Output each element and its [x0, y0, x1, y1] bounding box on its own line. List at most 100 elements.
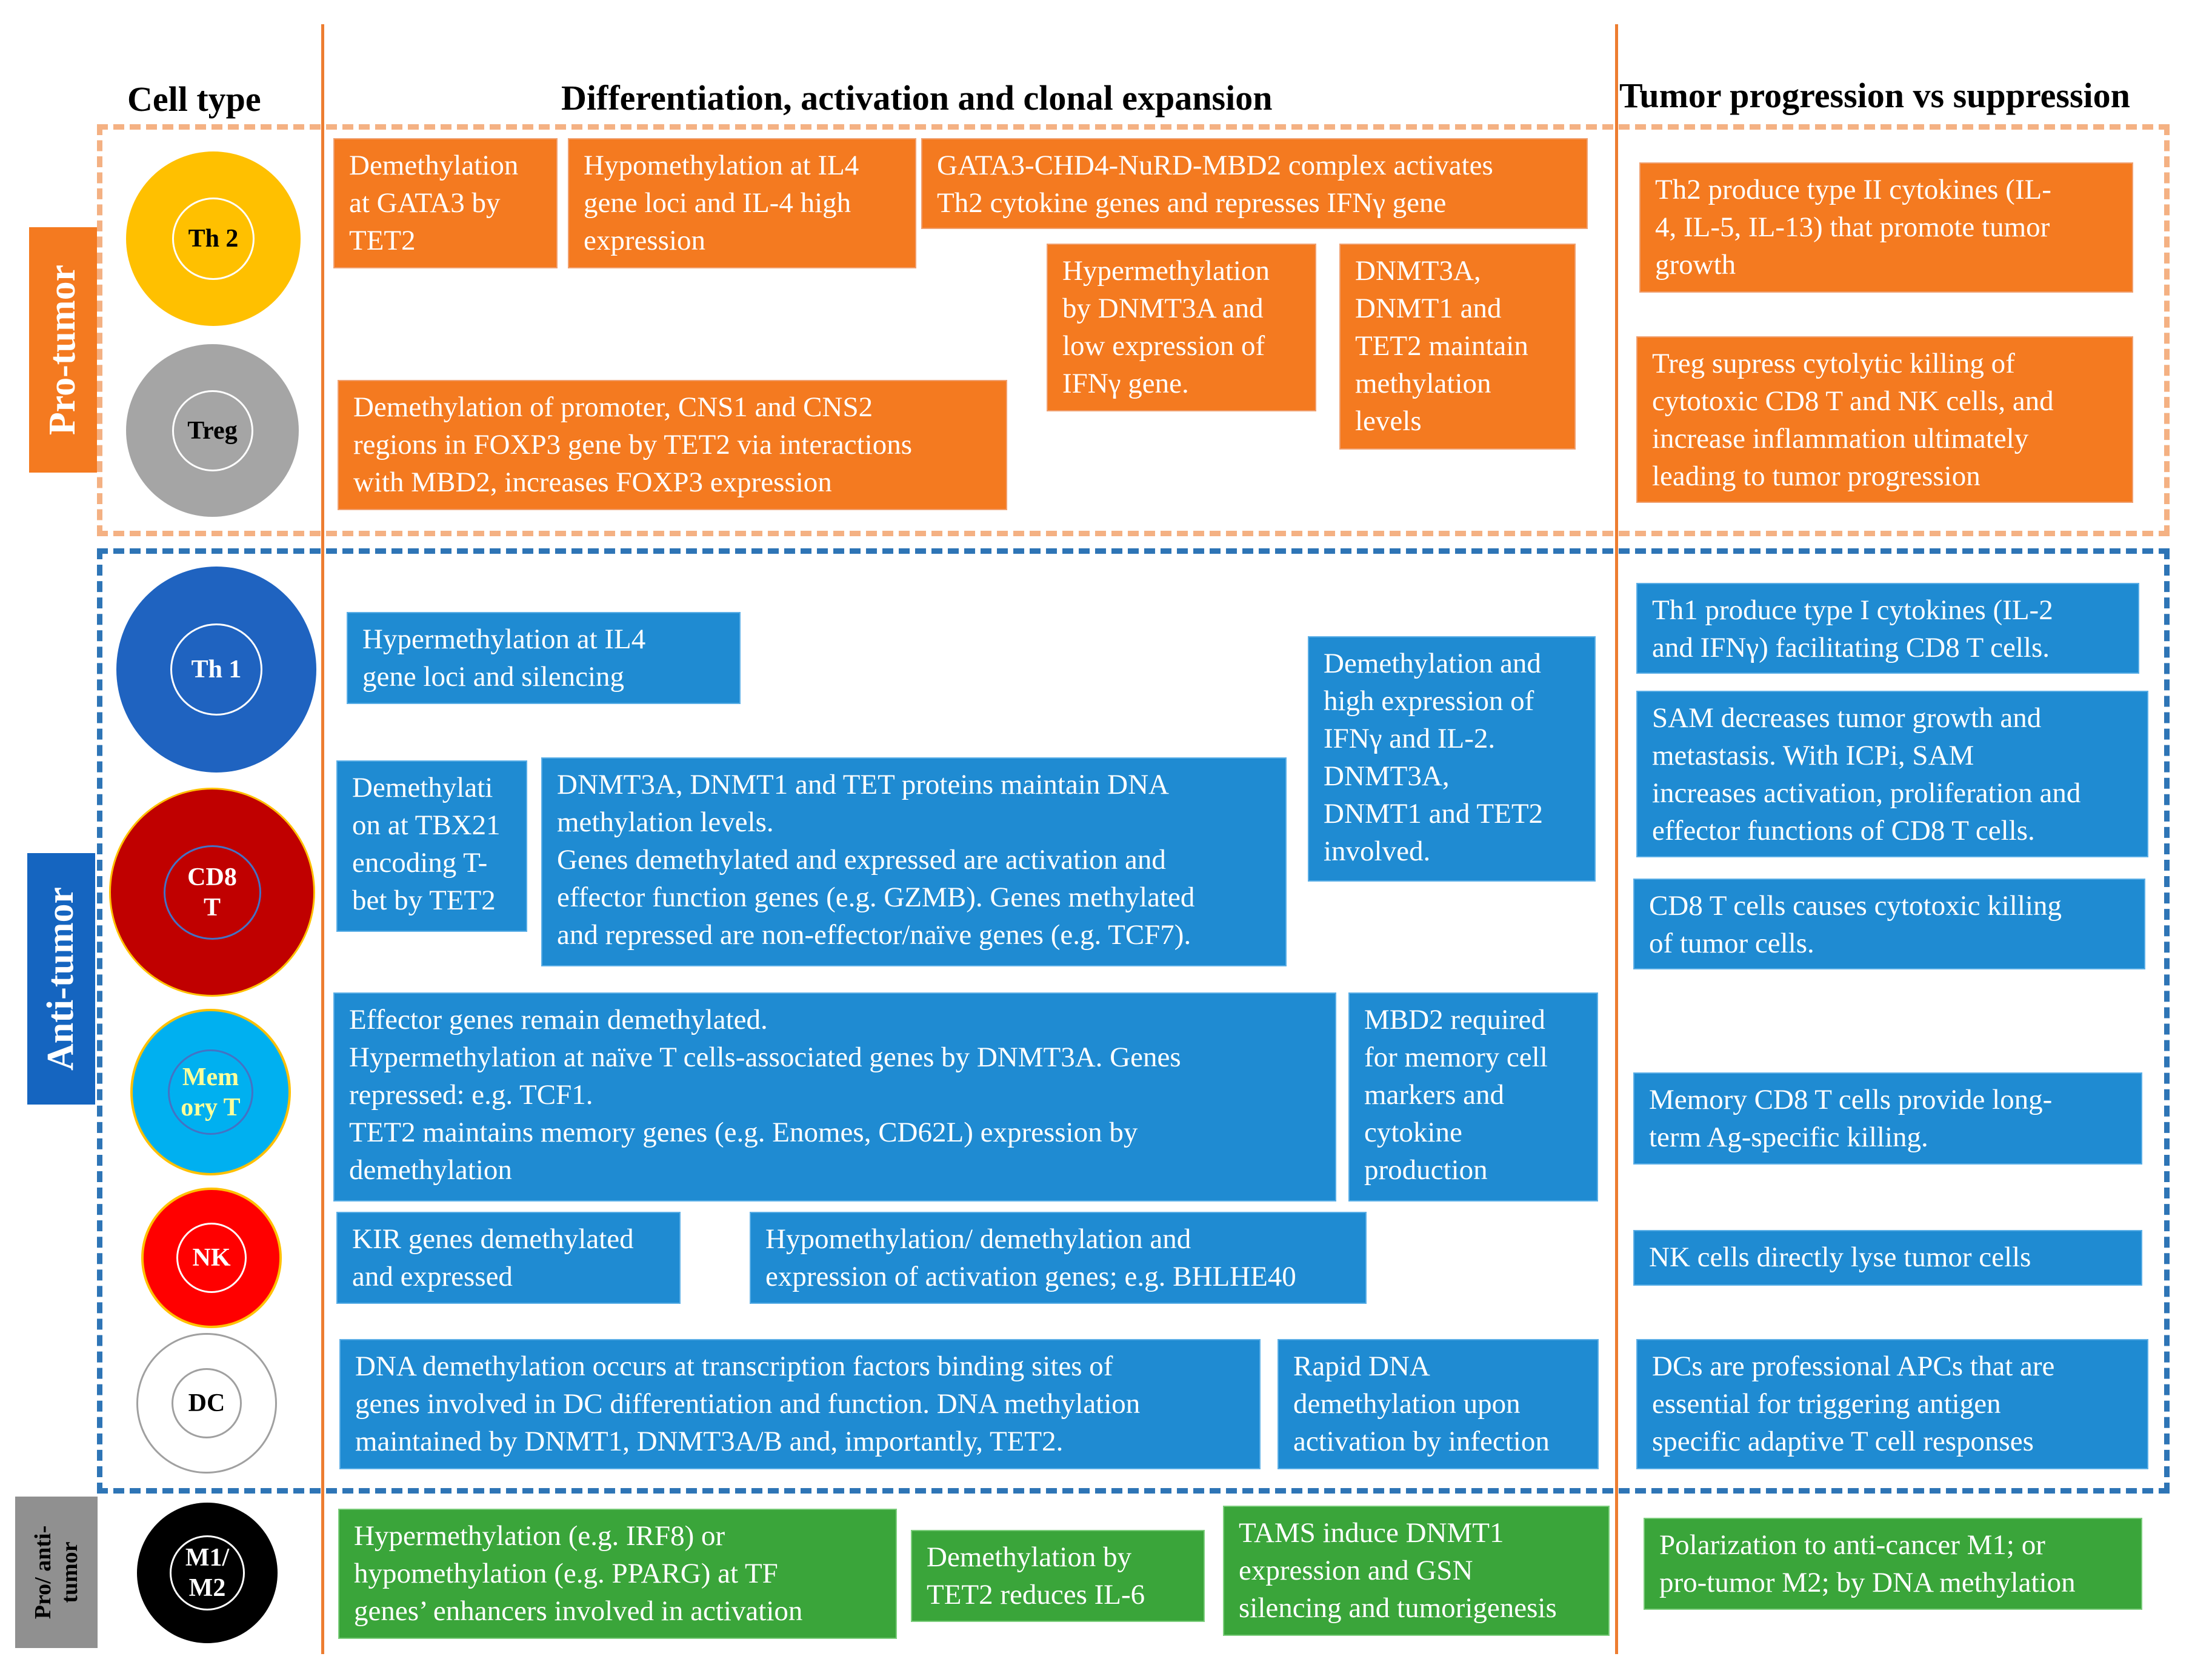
- th2-tumor-box: Th2 produce type II cytokines (IL- 4, IL…: [1639, 162, 2133, 293]
- cd8-dnmt-line4: effector function genes (e.g. GZMB). Gen…: [557, 882, 1195, 913]
- th1-il4-line1: Hypermethylation at IL4: [362, 623, 646, 655]
- nk-cell: NK: [141, 1188, 282, 1328]
- treg-label: Treg: [187, 416, 238, 445]
- th2-il4-line3: expression: [584, 225, 706, 256]
- nk-bhlhe40-box: Hypomethylation/ demethylation and expre…: [750, 1212, 1367, 1304]
- ifng-il2-line4: DNMT3A,: [1324, 760, 1450, 792]
- th2-gata3-line3: TET2: [349, 225, 416, 256]
- th2-tumor-line1: Th2 produce type II cytokines (IL-: [1655, 174, 2051, 205]
- th1-il4-line2: gene loci and silencing: [362, 661, 624, 693]
- ifng-il2-line5: DNMT1 and TET2: [1324, 798, 1544, 829]
- sam-line3: increases activation, proliferation and: [1652, 777, 2081, 809]
- macrophage-label: M1/ M2: [185, 1543, 229, 1603]
- ifng-hyper-line2: by DNMT3A and: [1062, 293, 1264, 324]
- cd8-line1: CD8: [187, 863, 237, 891]
- cd8-dnmt-box: DNMT3A, DNMT1 and TET proteins maintain …: [541, 757, 1287, 966]
- memory-effector-line3: repressed: e.g. TCF1.: [349, 1079, 593, 1111]
- dnmt-maintain-line1: DNMT3A,: [1355, 255, 1481, 287]
- memory-tumor-box: Memory CD8 T cells provide long- term Ag…: [1633, 1072, 2142, 1165]
- divider-left: [321, 24, 324, 1654]
- ifng-hyper-line4: IFNγ gene.: [1062, 368, 1189, 399]
- cd8-line2: T: [203, 893, 221, 922]
- macrophage-line2: M2: [188, 1574, 226, 1602]
- cd8-tbx21-line1: Demethylati: [352, 772, 493, 803]
- memory-tumor-line1: Memory CD8 T cells provide long-: [1649, 1084, 2053, 1115]
- treg-tumor-line4: leading to tumor progression: [1652, 460, 1980, 492]
- mbd2-line4: cytokine: [1364, 1117, 1462, 1148]
- memory-effector-line4: TET2 maintains memory genes (e.g. Enomes…: [349, 1117, 1138, 1148]
- macrophage-nucleus: M1/ M2: [170, 1535, 245, 1610]
- m-tumor-line2: pro-tumor M2; by DNA methylation: [1659, 1567, 2076, 1598]
- memory-effector-box: Effector genes remain demethylated. Hype…: [333, 992, 1336, 1201]
- th2-il4-line1: Hypomethylation at IL4: [584, 150, 859, 181]
- cd8-tbx21-line2: on at TBX21: [352, 809, 501, 841]
- cd8-tumor-line2: of tumor cells.: [1649, 928, 1814, 959]
- th2-tumor-line2: 4, IL-5, IL-13) that promote tumor: [1655, 211, 2050, 243]
- nk-tumor-line1: NK cells directly lyse tumor cells: [1649, 1241, 2031, 1273]
- anti-tumor-label: Anti-tumor: [27, 853, 95, 1105]
- nk-tumor-box: NK cells directly lyse tumor cells: [1633, 1230, 2142, 1286]
- m-tams-line2: expression and GSN: [1239, 1555, 1473, 1586]
- dc-demethylation-line1: DNA demethylation occurs at transcriptio…: [355, 1351, 1113, 1382]
- dc-tumor-box: DCs are professional APCs that are essen…: [1636, 1339, 2148, 1469]
- ifng-il2-line6: involved.: [1324, 836, 1431, 867]
- memory-t-nucleus: Mem ory T: [168, 1049, 253, 1135]
- dnmt-maintain-line4: methylation: [1355, 368, 1491, 399]
- dc-rapid-line2: demethylation upon: [1293, 1388, 1521, 1420]
- mbd2-line5: production: [1364, 1154, 1488, 1186]
- th1-cell: Th 1: [116, 567, 316, 773]
- dnmt-maintain-line3: TET2 maintain: [1355, 330, 1528, 362]
- th2-il4-line2: gene loci and IL-4 high: [584, 187, 851, 219]
- m-tams-box: TAMS induce DNMT1 expression and GSN sil…: [1223, 1506, 1610, 1636]
- m-il6-line1: Demethylation by: [927, 1541, 1132, 1573]
- ifng-il2-line3: IFNγ and IL-2.: [1324, 723, 1496, 754]
- ifng-il2-line1: Demethylation and: [1324, 648, 1541, 679]
- treg-foxp3-line2: regions in FOXP3 gene by TET2 via intera…: [353, 429, 913, 460]
- memory-t-label: Mem ory T: [181, 1062, 240, 1123]
- dc-nucleus: DC: [172, 1368, 242, 1438]
- mbd2-box: MBD2 required for memory cell markers an…: [1348, 992, 1598, 1201]
- cd8-label: CD8 T: [187, 862, 237, 923]
- treg-tumor-box: Treg supress cytolytic killing of cytoto…: [1636, 336, 2133, 503]
- th2-gata3-box: Demethylation at GATA3 by TET2: [333, 138, 558, 268]
- m-irf8-line1: Hypermethylation (e.g. IRF8) or: [354, 1520, 725, 1552]
- th2-label: Th 2: [188, 225, 239, 253]
- m-tams-line3: silencing and tumorigenesis: [1239, 1592, 1557, 1624]
- divider-right: [1615, 24, 1618, 1654]
- th1-tumor-line1: Th1 produce type I cytokines (IL-2: [1652, 594, 2053, 626]
- differentiation-header: Differentiation, activation and clonal e…: [561, 78, 1273, 118]
- treg-tumor-line2: cytotoxic CD8 T and NK cells, and: [1652, 385, 2054, 417]
- cd8-tbx21-box: Demethylati on at TBX21 encoding T- bet …: [336, 760, 527, 932]
- dc-rapid-line1: Rapid DNA: [1293, 1351, 1430, 1382]
- cd8-dnmt-line5: and repressed are non-effector/naïve gen…: [557, 919, 1191, 951]
- pro-anti-line2: tumor: [57, 1541, 83, 1603]
- dc-rapid-line3: activation by infection: [1293, 1426, 1550, 1457]
- treg-nucleus: Treg: [172, 390, 253, 471]
- treg-tumor-line3: increase inflammation ultimately: [1652, 423, 2029, 454]
- nk-label: NK: [192, 1244, 231, 1272]
- th2-cell: Th 2: [126, 151, 301, 326]
- nk-nucleus: NK: [176, 1223, 247, 1293]
- th2-gata3-line2: at GATA3 by: [349, 187, 501, 219]
- memory-effector-line1: Effector genes remain demethylated.: [349, 1004, 768, 1035]
- anti-tumor-text: Anti-tumor: [40, 886, 82, 1071]
- m-irf8-box: Hypermethylation (e.g. IRF8) or hypometh…: [338, 1509, 897, 1639]
- th2-nucleus: Th 2: [172, 198, 255, 280]
- m-il6-box: Demethylation by TET2 reduces IL-6: [911, 1530, 1205, 1622]
- memory-effector-line2: Hypermethylation at naïve T cells-associ…: [349, 1042, 1181, 1073]
- cd8-tbx21-line4: bet by TET2: [352, 885, 496, 916]
- ifng-hypermethylation-box: Hypermethylation by DNMT3A and low expre…: [1047, 244, 1316, 411]
- cd8-dnmt-line1: DNMT3A, DNMT1 and TET proteins maintain …: [557, 769, 1169, 800]
- tumor-header: Tumor progression vs suppression: [1619, 76, 2130, 115]
- dc-label: DC: [188, 1389, 225, 1417]
- th2-complex-line1: GATA3-CHD4-NuRD-MBD2 complex activates: [937, 150, 1493, 181]
- dnmt-maintain-box: DNMT3A, DNMT1 and TET2 maintain methylat…: [1339, 244, 1576, 450]
- nk-kir-line2: and expressed: [352, 1261, 513, 1292]
- dc-rapid-box: Rapid DNA demethylation upon activation …: [1278, 1339, 1599, 1469]
- th2-complex-line2: Th2 cytokine genes and represses IFNγ ge…: [937, 187, 1447, 219]
- m-tumor-line1: Polarization to anti-cancer M1; or: [1659, 1529, 2045, 1561]
- pro-anti-line1: Pro/ anti-: [30, 1525, 56, 1620]
- th2-gata3-line1: Demethylation: [349, 150, 519, 181]
- nk-kir-box: KIR genes demethylated and expressed: [336, 1212, 681, 1304]
- ifng-hyper-line3: low expression of: [1062, 330, 1265, 362]
